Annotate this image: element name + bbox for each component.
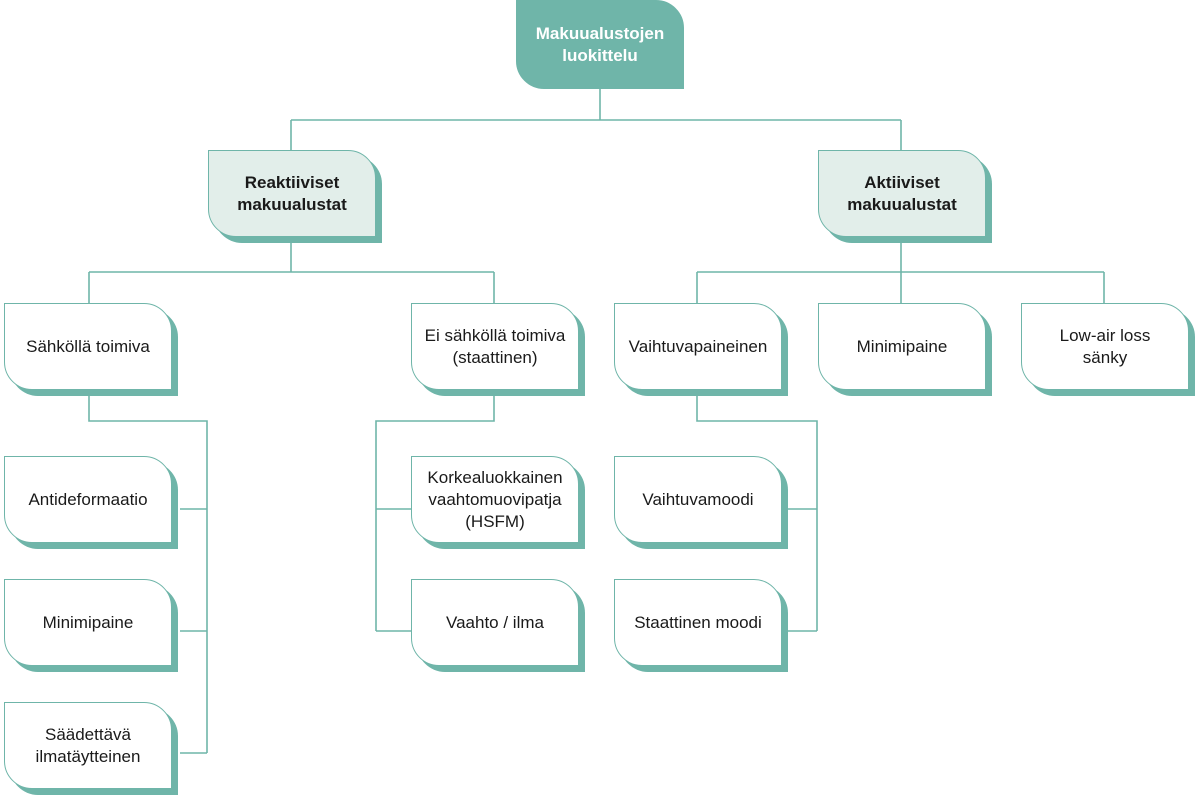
node-low-air-loss: Low-air loss sänky: [1021, 303, 1195, 396]
node-electric: Sähköllä toimiva: [4, 303, 178, 396]
node-electric-minimum-pressure-label: Minimipaine: [42, 612, 134, 632]
connector-non-electric: [375, 395, 495, 632]
node-hsfm: Korkealuokkainen vaahtomuovipatja (HSFM): [411, 456, 585, 549]
node-reactive-label: Reaktiiviset makuualustat: [237, 172, 347, 214]
node-antideformation: Antideformaatio: [4, 456, 178, 549]
node-foam-air: Vaahto / ilma: [411, 579, 585, 672]
node-active-label: Aktiiviset makuualustat: [847, 172, 957, 214]
node-non-electric: Ei sähköllä toimiva (staattinen): [411, 303, 585, 396]
node-electric-minimum-pressure: Minimipaine: [4, 579, 178, 672]
node-antideformation-label: Antideformaatio: [28, 489, 148, 509]
node-active-minimum-pressure: Minimipaine: [818, 303, 992, 396]
node-alternating-mode-label: Vaihtuvamoodi: [642, 489, 754, 509]
node-reactive: Reaktiiviset makuualustat: [208, 150, 382, 243]
node-adjustable-air: Säädettävä ilmatäytteinen: [4, 702, 178, 795]
connector-root: [290, 89, 902, 150]
node-root-label: Makuualustojen luokittelu: [535, 23, 665, 65]
connector-alternating: [696, 395, 818, 632]
node-active: Aktiiviset makuualustat: [818, 150, 992, 243]
node-alternating-mode: Vaihtuvamoodi: [614, 456, 788, 549]
node-foam-air-label: Vaahto / ilma: [446, 612, 544, 632]
node-root: Makuualustojen luokittelu: [516, 0, 684, 89]
connector-electric: [88, 395, 208, 754]
node-active-minimum-pressure-label: Minimipaine: [856, 336, 948, 356]
connector-reactive: [88, 243, 495, 303]
node-non-electric-label: Ei sähköllä toimiva (staattinen): [424, 325, 566, 367]
node-alternating-label: Vaihtuvapaineinen: [628, 336, 768, 356]
node-hsfm-label: Korkealuokkainen vaahtomuovipatja (HSFM): [427, 467, 563, 531]
node-static-mode-label: Staattinen moodi: [634, 612, 762, 632]
connector-active: [696, 243, 1105, 303]
node-electric-label: Sähköllä toimiva: [26, 336, 150, 356]
node-static-mode: Staattinen moodi: [614, 579, 788, 672]
node-alternating: Vaihtuvapaineinen: [614, 303, 788, 396]
node-low-air-loss-label: Low-air loss sänky: [1059, 325, 1151, 367]
node-adjustable-air-label: Säädettävä ilmatäytteinen: [35, 724, 141, 766]
